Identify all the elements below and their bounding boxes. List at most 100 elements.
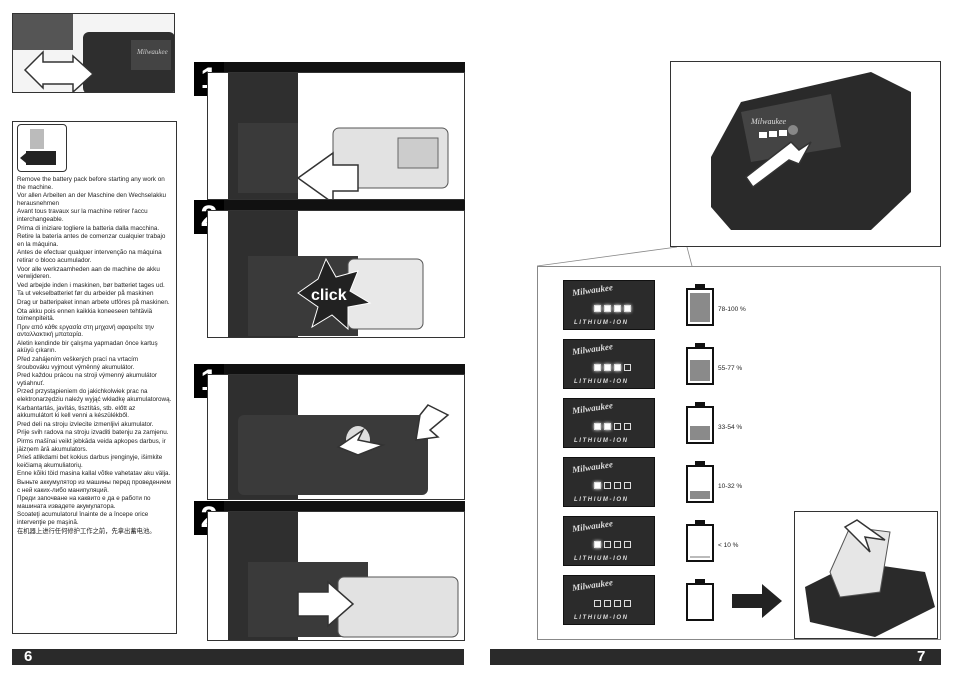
- battery-fill: [690, 491, 710, 499]
- battery-level-icon: [686, 461, 714, 503]
- led-icon: [614, 423, 621, 430]
- battery-level-icon: [686, 520, 714, 562]
- charge-level-label: 78-100 %: [718, 306, 746, 313]
- footer-bar-left: [12, 649, 464, 665]
- arrow-right-icon: [732, 584, 782, 618]
- led-icon: [624, 364, 631, 371]
- led-icon: [624, 541, 631, 548]
- warning-text-19: Pirms mašīnai veikt jebkāda veida apkope…: [17, 438, 166, 453]
- battery-cap: [695, 343, 705, 347]
- warning-text-0: Remove the battery pack before starting …: [17, 176, 165, 191]
- battery-fuel-gauge-illustration: Milwaukee: [711, 72, 911, 230]
- led-icon: [594, 423, 601, 430]
- warning-text-20: Prieš atlikdami bet kokius darbus įrengi…: [17, 454, 163, 469]
- step-a1-image: [207, 72, 465, 200]
- battery-fill: [690, 556, 710, 558]
- led-icon: [614, 482, 621, 489]
- step-b1-image: [207, 374, 465, 500]
- warning-text-5: Antes de efectuar qualquer intervenção n…: [17, 249, 162, 264]
- led-icon: [594, 482, 601, 489]
- battery-level-icon: [686, 284, 714, 326]
- badge-chemistry: LITHIUM-ION: [574, 497, 629, 503]
- led-icon: [594, 305, 601, 312]
- warning-icon-box: [17, 124, 67, 172]
- battery-removal-image: Milwaukee: [12, 13, 175, 93]
- led-icon: [604, 600, 611, 607]
- charger-image: [794, 511, 938, 639]
- warning-text-24: Scoateţi acumulatorul înainte de a încep…: [17, 511, 149, 526]
- led-icon: [604, 482, 611, 489]
- press-release-button-illustration: [228, 375, 450, 499]
- warning-text-8: Ta ut vekselbatteriet før du arbeider på…: [17, 290, 154, 298]
- warning-text-11: Πριν από κάθε εργασία στη μηχανή αφαιρεί…: [17, 323, 154, 339]
- led-icon: [604, 364, 611, 371]
- step-bar-a2: [224, 200, 465, 210]
- battery-level-icon: [686, 579, 714, 621]
- badge-chemistry: LITHIUM-ION: [574, 379, 629, 385]
- step-bar-b2: [224, 501, 465, 511]
- badge-brand: Milwaukee: [571, 341, 614, 357]
- badge-chemistry: LITHIUM-ION: [574, 556, 629, 562]
- page-number-left: 6: [24, 648, 33, 665]
- battery-level-icon: [686, 402, 714, 444]
- badge-leds: [594, 358, 634, 376]
- battery-pull-out-illustration: [228, 512, 459, 640]
- warning-text-21: Enne kõiki töid masina kallal võtke vahe…: [17, 470, 171, 478]
- warning-text-18: Prije svih radova na stroju izvaditi bat…: [17, 429, 169, 437]
- led-icon: [614, 541, 621, 548]
- led-icon: [594, 600, 601, 607]
- battery-fill: [690, 426, 710, 440]
- led-icon: [624, 423, 631, 430]
- badge-chemistry: LITHIUM-ION: [574, 320, 629, 326]
- battery-cap: [695, 461, 705, 465]
- warning-texts: Remove the battery pack before starting …: [17, 176, 172, 535]
- led-icon: [624, 305, 631, 312]
- warning-text-17: Pred deli na stroju izvlecite izmenljivi…: [17, 420, 154, 428]
- warning-text-13: Před zahájením veškerých prací na vrtací…: [17, 356, 139, 371]
- badge-chemistry: LITHIUM-ION: [574, 615, 629, 621]
- battery-click-in-illustration: [228, 211, 424, 337]
- warning-text-column: Remove the battery pack before starting …: [12, 121, 177, 634]
- step-bar-a1: [224, 62, 465, 72]
- badge-leds: [594, 417, 634, 435]
- battery-removal-illustration: Milwaukee: [13, 14, 174, 92]
- badge-leds: [594, 299, 634, 317]
- remove-battery-icon: [20, 129, 56, 165]
- led-icon: [604, 541, 611, 548]
- battery-level-icon: [686, 343, 714, 385]
- battery-pack-image: Milwaukee: [670, 61, 941, 247]
- warning-text-3: Prima di iniziare togliere la batteria d…: [17, 224, 160, 232]
- warning-text-23: Преди започване на каквито е да е работи…: [17, 495, 151, 510]
- badge-brand: Milwaukee: [571, 459, 614, 475]
- step-b2-image: [207, 511, 465, 641]
- badge-leds: [594, 594, 634, 612]
- battery-slide-out-illustration: [228, 73, 449, 199]
- svg-text:Milwaukee: Milwaukee: [136, 48, 168, 56]
- warning-text-7: Ved arbejde inden i maskinen, bør batter…: [17, 281, 165, 289]
- badge-brand: Milwaukee: [571, 400, 614, 416]
- svg-text:Milwaukee: Milwaukee: [750, 117, 787, 126]
- led-icon: [614, 600, 621, 607]
- step-bar-b1: [224, 364, 465, 374]
- page-number-right: 7: [917, 648, 926, 665]
- led-icon: [624, 600, 631, 607]
- badge-brand: Milwaukee: [571, 282, 614, 298]
- led-icon: [604, 423, 611, 430]
- battery-fill: [690, 293, 710, 322]
- charge-level-label: 10-32 %: [718, 483, 743, 490]
- badge-brand: Milwaukee: [571, 518, 614, 534]
- led-icon: [604, 305, 611, 312]
- led-icon: [614, 364, 621, 371]
- battery-cap: [695, 579, 705, 583]
- warning-text-15: Przed przystąpieniem do jakichkolwiek pr…: [17, 388, 172, 404]
- charge-level-label: < 10 %: [718, 542, 739, 549]
- warning-text-10: Ota akku pois ennen kaikkia koneeseen te…: [17, 307, 153, 323]
- warning-text-14: Pred každou prácou na stroji výmenný aku…: [17, 372, 158, 387]
- battery-fill: [690, 360, 710, 381]
- charge-level-label: 55-77 %: [718, 365, 743, 372]
